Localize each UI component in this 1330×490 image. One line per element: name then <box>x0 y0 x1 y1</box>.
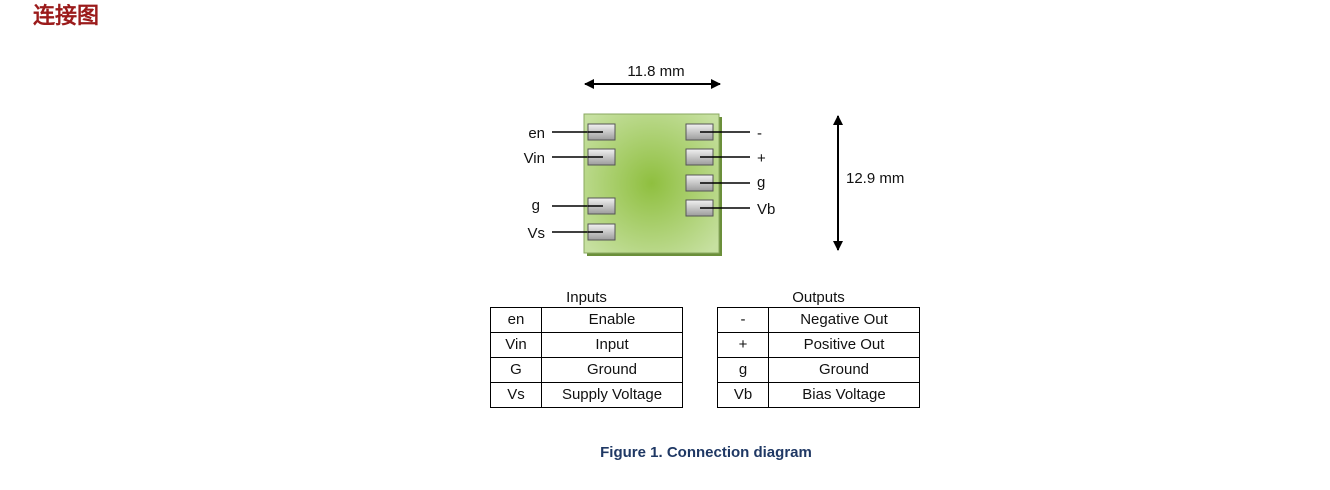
width-dimension: 11.8 mm <box>584 63 721 89</box>
page-heading: 连接图 <box>33 4 100 29</box>
table-row: en Enable <box>490 307 683 333</box>
pin-symbol-cell: - <box>717 307 769 333</box>
left-pin-vin: Vin <box>524 148 616 167</box>
pin-symbol-cell: en <box>490 307 542 333</box>
table-row: - Negative Out <box>717 307 920 333</box>
pin-description-cell: Input <box>541 332 683 358</box>
table-row: g Ground <box>717 357 920 383</box>
pin-symbol-cell: Vb <box>717 382 769 408</box>
right-pin-g: g <box>685 174 765 192</box>
pin-description-cell: Positive Out <box>768 332 920 358</box>
width-label: 11.8 mm <box>627 63 684 80</box>
table-row: Vs Supply Voltage <box>490 382 683 408</box>
pin-symbol-cell: Vin <box>490 332 542 358</box>
pin-symbol-cell: G <box>490 357 542 383</box>
left-pin-vs: Vs <box>527 223 616 242</box>
pin-label: en <box>528 125 545 142</box>
right-pin-vb: Vb <box>685 199 775 218</box>
pin-label: g <box>757 174 765 191</box>
left-pin-en: en <box>528 123 616 142</box>
table-row: + Positive Out <box>717 332 920 358</box>
pin-label: Vb <box>757 201 775 218</box>
pin-label: Vin <box>524 150 545 167</box>
pin-label: + <box>757 150 766 167</box>
left-pin-g: g <box>532 197 616 215</box>
figure-caption: Figure 1. Connection diagram <box>600 444 812 461</box>
pin-description-cell: Supply Voltage <box>541 382 683 408</box>
pin-symbol-cell: g <box>717 357 769 383</box>
height-dimension: 12.9 mm <box>833 115 904 251</box>
inputs-table-title: Inputs <box>566 289 607 306</box>
pin-description-cell: Ground <box>768 357 920 383</box>
table-row: Vin Input <box>490 332 683 358</box>
pin-label: Vs <box>527 225 545 242</box>
pin-description-cell: Bias Voltage <box>768 382 920 408</box>
pin-description-cell: Negative Out <box>768 307 920 333</box>
outputs-table: Outputs - Negative Out + Positive Out g … <box>717 290 920 408</box>
pin-label: g <box>532 197 540 214</box>
pin-symbol-cell: Vs <box>490 382 542 408</box>
table-row: Vb Bias Voltage <box>717 382 920 408</box>
table-row: G Ground <box>490 357 683 383</box>
pin-description-cell: Enable <box>541 307 683 333</box>
outputs-table-title: Outputs <box>792 289 845 306</box>
right-pin-plus: + <box>685 148 766 167</box>
height-label: 12.9 mm <box>846 170 904 187</box>
inputs-table: Inputs en Enable Vin Input G Ground Vs S… <box>490 290 683 408</box>
pin-description-cell: Ground <box>541 357 683 383</box>
pin-label: - <box>757 125 762 142</box>
right-pin-minus: - <box>685 123 762 142</box>
pin-symbol-cell: + <box>717 332 769 358</box>
